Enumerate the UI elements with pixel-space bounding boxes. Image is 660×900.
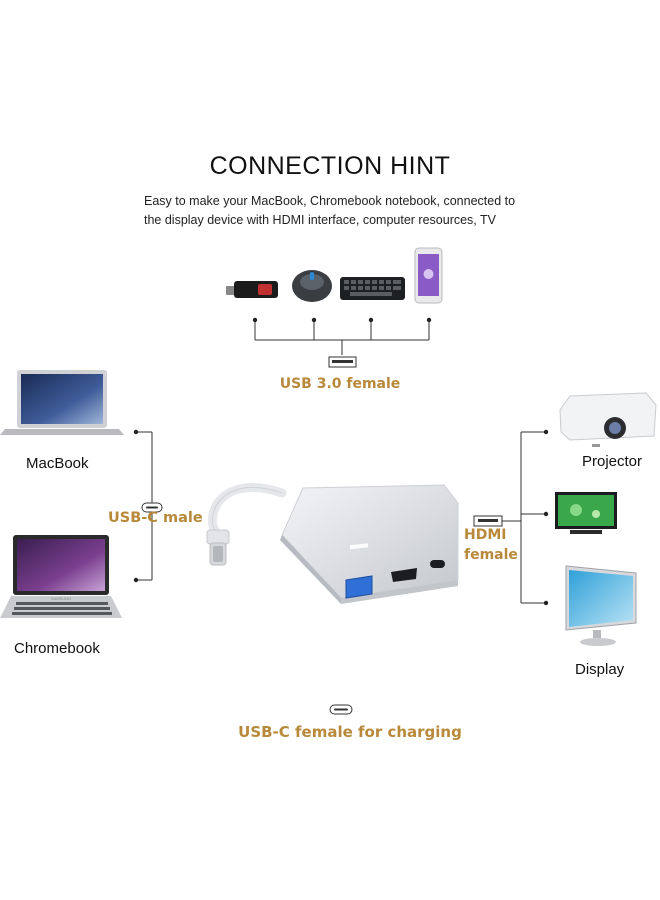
usb-c-male-icon-slot <box>146 506 158 509</box>
usb-c-charging-label: USB-C female for charging <box>238 723 462 741</box>
usb-c-male-connector-lines <box>136 431 153 581</box>
projector-node-dot <box>543 429 549 435</box>
tv-icon <box>555 492 617 534</box>
keyboard-icon <box>340 277 405 300</box>
chromebook-node-dot <box>133 577 139 583</box>
macbook-node-dot <box>133 429 139 435</box>
usb-node-dot <box>311 317 317 323</box>
chromebook-label: Chromebook <box>14 640 100 657</box>
projector-icon <box>559 392 657 447</box>
subtitle-line-1: Easy to make your MacBook, Chromebook no… <box>144 194 516 208</box>
usb-c-male-label: USB-C male <box>108 510 203 526</box>
display-node-dot <box>543 600 549 606</box>
usb-node-dot <box>368 317 374 323</box>
mouse-icon <box>292 270 332 302</box>
usb-node-dot <box>252 317 258 323</box>
usb-a-port-icon <box>328 356 357 368</box>
usb-c-charging-icon-slot <box>334 708 348 711</box>
diagram-title: CONNECTION HINT <box>209 152 451 180</box>
display-label: Display <box>575 661 625 678</box>
hdmi-connector-lines <box>502 431 546 604</box>
hdmi-port-icon-slot <box>478 519 498 522</box>
projector-label: Projector <box>582 453 643 470</box>
usb-flash-drive-icon <box>226 281 278 298</box>
usb-c-adapter-icon <box>206 482 459 604</box>
usb-connector-lines <box>254 320 430 355</box>
macbook-label: MacBook <box>26 455 89 472</box>
usb3-female-label: USB 3.0 female <box>279 376 401 392</box>
diagram-subtitle: Easy to make your MacBook, Chromebook no… <box>144 192 564 230</box>
hdmi-label-line-2: female <box>464 547 518 563</box>
smartphone-icon <box>414 247 443 304</box>
hdmi-female-label: HDMI female <box>464 525 534 565</box>
monitor-icon <box>565 565 637 646</box>
laptop-icon <box>0 370 124 435</box>
tv-node-dot <box>543 511 549 517</box>
chromebook-brand: SAMSUNG <box>51 596 71 601</box>
chromebook-laptop-icon: SAMSUNG <box>0 535 122 618</box>
hdmi-label-line-1: HDMI <box>464 527 507 543</box>
subtitle-line-2: the display device with HDMI interface, … <box>144 213 496 227</box>
usb-node-dot <box>426 317 432 323</box>
